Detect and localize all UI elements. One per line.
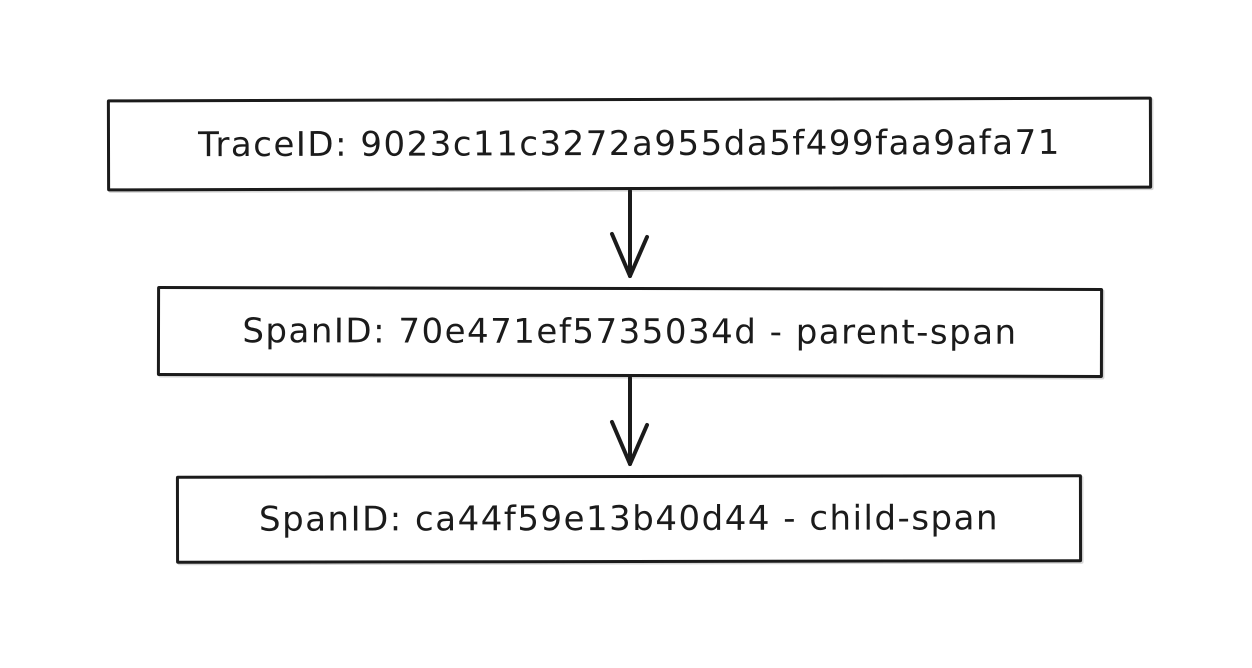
node-trace-id: TraceID: 9023c11c3272a955da5f499faa9afa7… bbox=[106, 96, 1153, 192]
node-parent-span-label: SpanID: 70e471ef5735034d - parent-span bbox=[242, 311, 1018, 353]
node-parent-span: SpanID: 70e471ef5735034d - parent-span bbox=[156, 286, 1104, 378]
node-child-span: SpanID: ca44f59e13b40d44 - child-span bbox=[175, 474, 1083, 564]
arrow-down-icon bbox=[595, 188, 665, 283]
arrow-down-icon bbox=[595, 375, 665, 470]
node-trace-id-label: TraceID: 9023c11c3272a955da5f499faa9afa7… bbox=[198, 122, 1061, 166]
node-child-span-label: SpanID: ca44f59e13b40d44 - child-span bbox=[258, 498, 1000, 540]
